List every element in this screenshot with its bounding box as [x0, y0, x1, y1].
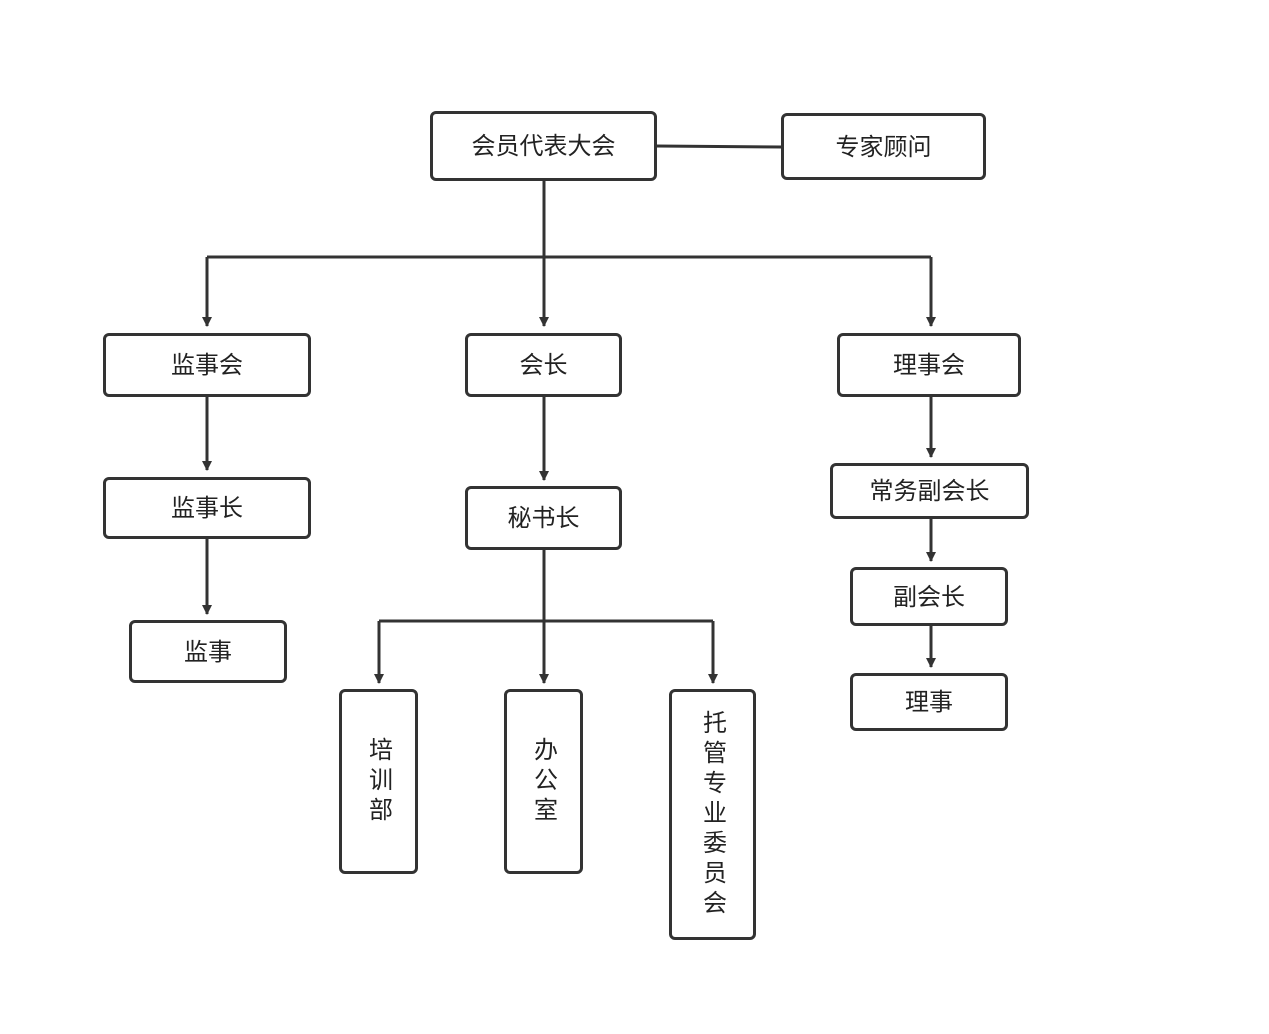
node-executive-vice-president-label: 常务副会长 — [869, 477, 990, 505]
node-vice-president: 副会长 — [850, 567, 1008, 626]
node-expert-advisor: 专家顾问 — [781, 113, 986, 180]
node-president: 会长 — [465, 333, 622, 397]
node-expert-advisor-label: 专家顾问 — [835, 132, 932, 161]
node-supervisor: 监事 — [129, 620, 287, 683]
node-supervisor-label: 监事 — [184, 637, 232, 666]
node-training-dept-label: 培训部 — [364, 736, 393, 827]
node-training-dept: 培训部 — [339, 689, 418, 874]
node-chief-supervisor: 监事长 — [103, 477, 311, 539]
node-director: 理事 — [850, 673, 1008, 731]
node-vice-president-label: 副会长 — [893, 582, 965, 611]
node-director-label: 理事 — [905, 688, 953, 716]
node-president-label: 会长 — [519, 351, 568, 379]
node-assembly-label: 会员代表大会 — [471, 132, 616, 160]
connector-assembly-expert — [655, 144, 783, 149]
node-office: 办公室 — [504, 689, 583, 874]
node-secretary-general-label: 秘书长 — [507, 504, 580, 532]
node-secretary-general: 秘书长 — [465, 486, 622, 550]
node-chief-supervisor-label: 监事长 — [171, 494, 243, 522]
node-supervisory-board: 监事会 — [103, 333, 311, 397]
node-supervisory-board-label: 监事会 — [171, 351, 243, 379]
node-office-label: 办公室 — [529, 736, 558, 827]
node-executive-vice-president: 常务副会长 — [830, 463, 1029, 519]
node-trusteeship-committee-label: 托管专业委员会 — [698, 709, 727, 920]
node-trusteeship-committee: 托管专业委员会 — [669, 689, 756, 940]
node-assembly: 会员代表大会 — [430, 111, 657, 181]
node-council: 理事会 — [837, 333, 1021, 397]
node-council-label: 理事会 — [893, 351, 965, 379]
